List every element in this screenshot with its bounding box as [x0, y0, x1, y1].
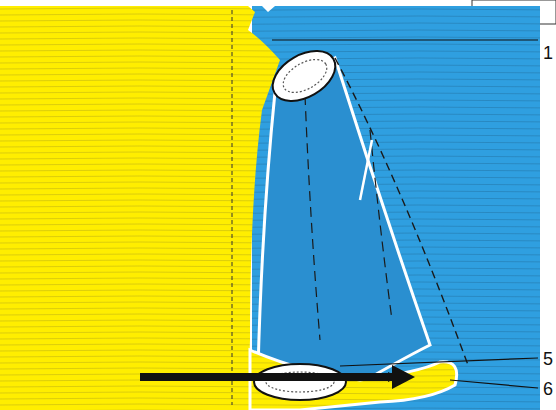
callout-number: 6 [542, 380, 554, 398]
dashed-contour [370, 130, 392, 320]
callout-number: 5 [542, 350, 554, 368]
leader-line [272, 39, 538, 40]
yellow-layer [0, 6, 255, 410]
arrow-head [392, 365, 415, 389]
blue-layer [252, 6, 540, 410]
tube-lumen [278, 53, 333, 100]
tube-body [258, 58, 430, 392]
highlight [360, 140, 372, 200]
callout-number: 1 [542, 44, 554, 62]
direction-arrow [140, 373, 396, 381]
dashed-contour [305, 95, 320, 340]
dashed-line [232, 10, 233, 405]
dashed-contour [335, 58, 468, 365]
tube-opening [254, 364, 346, 400]
tube-opening [264, 41, 344, 111]
leader-line [450, 380, 538, 388]
leader-line [340, 358, 538, 366]
